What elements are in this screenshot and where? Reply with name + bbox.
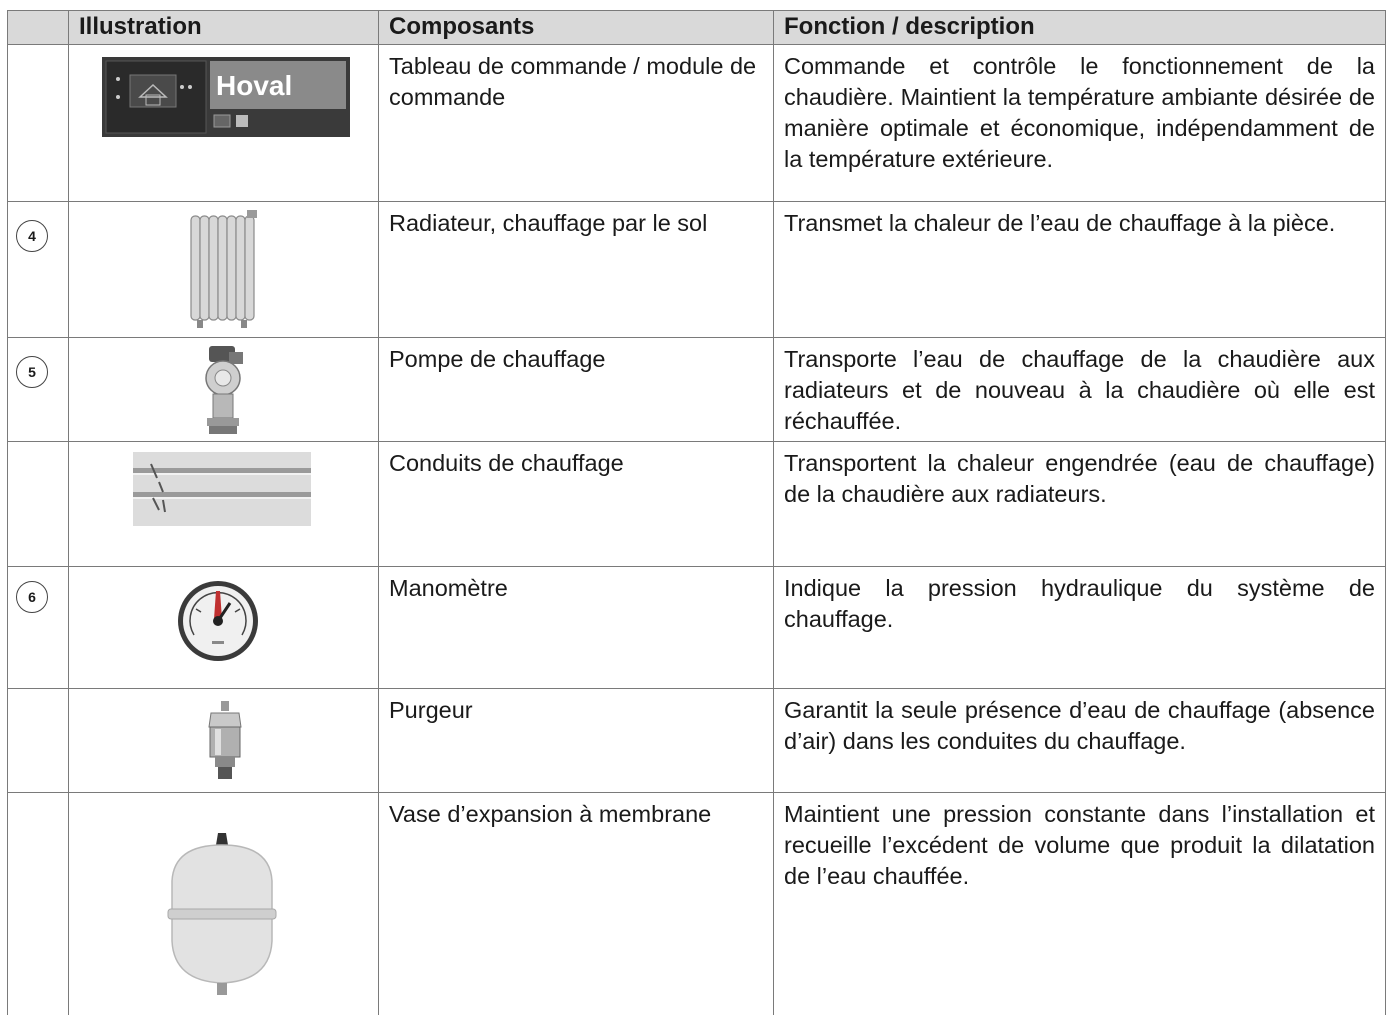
header-description: Fonction / description (773, 10, 1386, 45)
component-description: Commande et contrôle le fonctionnement d… (773, 44, 1386, 202)
illustration-cell (68, 337, 379, 442)
pump-icon (205, 346, 243, 434)
component-description: Maintient une pression constante dans l’… (773, 792, 1386, 1015)
illustration-cell (68, 201, 379, 338)
reference-badge: 6 (16, 581, 48, 613)
component-description: Transmet la chaleur de l’eau de chauffag… (773, 201, 1386, 338)
illustration-cell (68, 566, 379, 689)
table-header-row: Illustration Composants Fonction / descr… (7, 10, 1386, 45)
row-number-cell: 6 (7, 566, 69, 689)
component-name: Manomètre (378, 566, 774, 689)
table-row: 4 Radiate (7, 201, 1386, 338)
header-illustration: Illustration (68, 10, 379, 45)
illustration-cell (68, 688, 379, 793)
component-description: Transporte l’eau de chauffage de la chau… (773, 337, 1386, 442)
table-row: 5 Pompe de chauffage Transporte l’eau de… (7, 337, 1386, 442)
table-row: 6 Manomètre Indique la pression hydra (7, 566, 1386, 689)
reference-badge: 5 (16, 356, 48, 388)
component-name: Pompe de chauffage (378, 337, 774, 442)
brand-logo: Hoval (216, 70, 292, 101)
header-number (7, 10, 69, 45)
components-table: Illustration Composants Fonction / descr… (7, 10, 1386, 1015)
row-number-cell (7, 44, 69, 202)
header-components: Composants (378, 10, 774, 45)
radiator-icon (190, 210, 257, 328)
component-description: Garantit la seule présence d’eau de chau… (773, 688, 1386, 793)
table-row: Hoval Tableau de commande / module de co… (7, 44, 1386, 202)
reference-badge: 4 (16, 220, 48, 252)
component-name: Radiateur, chauffage par le sol (378, 201, 774, 338)
row-number-cell: 4 (7, 201, 69, 338)
component-description: Transportent la chaleur engendrée (eau d… (773, 441, 1386, 567)
row-number-cell (7, 792, 69, 1015)
illustration-cell (68, 792, 379, 1015)
component-name: Vase d’expansion à membrane (378, 792, 774, 1015)
air-vent-icon (208, 701, 242, 779)
expansion-vessel-icon (167, 833, 277, 995)
component-name: Conduits de chauffage (378, 441, 774, 567)
pipes-icon (133, 452, 311, 526)
row-number-cell: 5 (7, 337, 69, 442)
component-name: Purgeur (378, 688, 774, 793)
illustration-cell (68, 441, 379, 567)
control-panel-icon: Hoval (102, 57, 350, 137)
row-number-cell (7, 688, 69, 793)
component-name: Tableau de commande / module de commande (378, 44, 774, 202)
table-row: Vase d’expansion à membrane Maintient un… (7, 792, 1386, 1015)
table-row: Conduits de chauffage Transportent la ch… (7, 441, 1386, 567)
manometer-icon (178, 581, 258, 661)
component-description: Indique la pression hydraulique du systè… (773, 566, 1386, 689)
row-number-cell (7, 441, 69, 567)
illustration-cell: Hoval (68, 44, 379, 202)
table-row: Purgeur Garantit la seule présence d’eau… (7, 688, 1386, 793)
